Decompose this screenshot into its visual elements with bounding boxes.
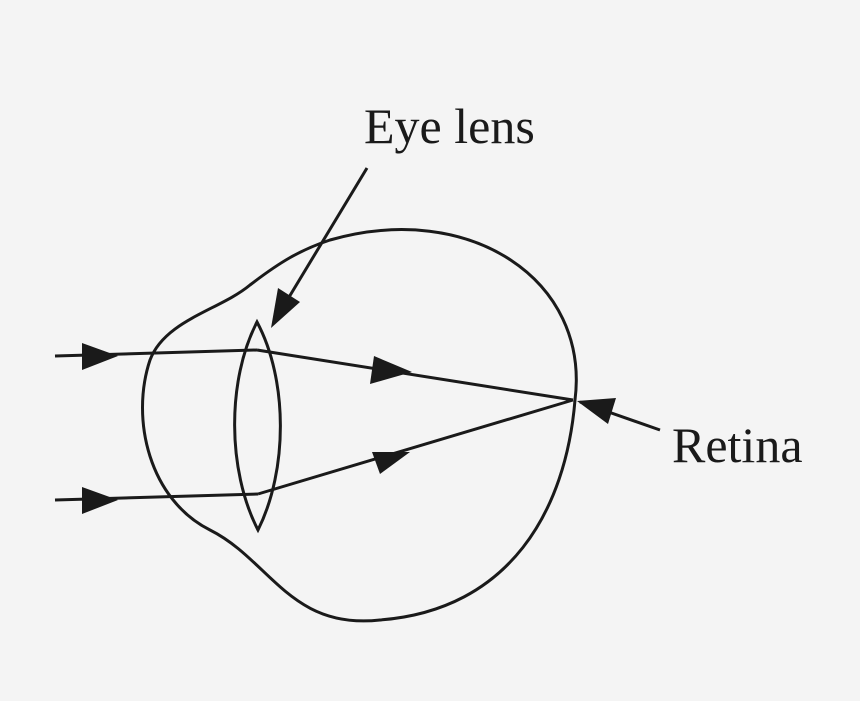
lower-ray-arrow-mid	[372, 452, 410, 474]
retina-label: Retina	[672, 417, 803, 473]
lower-ray-refracted	[257, 398, 574, 496]
eye-lens-shape	[233, 318, 282, 534]
retina-pointer-arrowhead	[577, 398, 616, 424]
lower-ray-arrow-in	[82, 487, 118, 514]
eye-lens-pointer-arrowhead	[271, 288, 300, 328]
eyeball-outline	[141, 228, 578, 623]
upper-ray-refracted	[256, 348, 574, 402]
upper-ray-arrow-mid	[370, 356, 412, 384]
upper-ray-arrow-in	[82, 343, 118, 370]
eye-lens-label: Eye lens	[364, 98, 535, 154]
